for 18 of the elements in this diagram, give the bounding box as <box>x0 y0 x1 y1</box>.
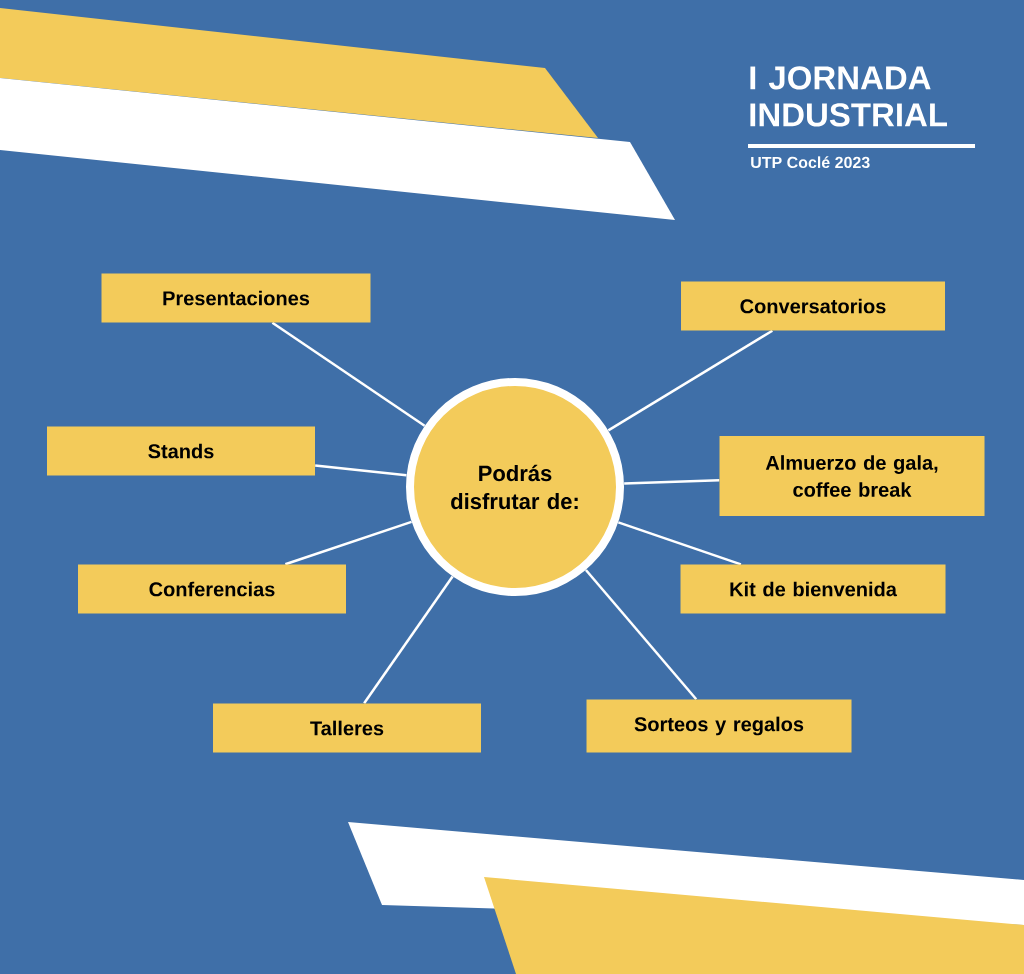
connector-line <box>315 464 407 477</box>
option-box: Presentaciones <box>101 273 371 323</box>
option-box: Conferencias <box>78 564 346 614</box>
connector-line <box>584 569 698 701</box>
option-box: Conversatorios <box>681 281 945 331</box>
option-box: Sorteos y regalos <box>586 699 852 753</box>
option-box: Stands <box>47 426 315 476</box>
connector-line <box>617 521 742 566</box>
subtitle-text: UTP Coclé 2023 <box>751 156 870 169</box>
option-box: Kit de bienvenida <box>680 564 946 614</box>
connector-line <box>607 329 773 432</box>
connector-line <box>624 479 720 485</box>
connector-line <box>363 575 454 705</box>
connector-line <box>271 321 426 427</box>
title-text: I JORNADA INDUSTRIAL <box>750 66 947 127</box>
option-box: Almuerzo de gala, coffee break <box>719 436 985 516</box>
option-box: Talleres <box>213 703 481 753</box>
connector-line <box>284 520 412 566</box>
